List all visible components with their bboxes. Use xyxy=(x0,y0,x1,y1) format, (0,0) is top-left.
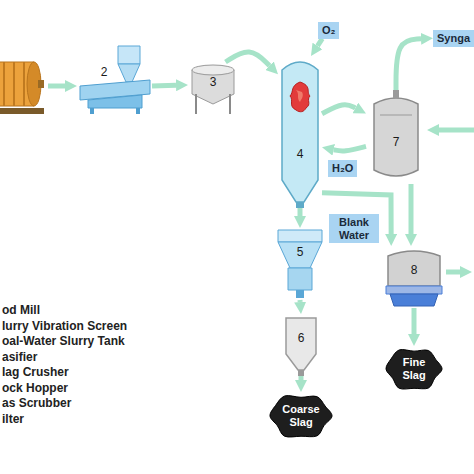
stream-label: H₂O xyxy=(332,162,353,175)
cyclone-cone xyxy=(118,64,140,82)
screen-base xyxy=(88,95,142,108)
callout-number: 6 xyxy=(298,332,305,344)
stream-label-box: Synga xyxy=(433,30,474,47)
flow-arrow xyxy=(48,84,65,89)
shape-outline xyxy=(384,246,444,308)
slag-node: Fine Slag xyxy=(384,346,444,392)
flow-arrow xyxy=(409,184,414,234)
equipment-screen: 2 xyxy=(78,44,152,114)
flow-arrow xyxy=(396,39,421,90)
legend-text: od Mill xyxy=(2,304,40,316)
crusher-top xyxy=(278,230,322,242)
mill-band xyxy=(13,62,15,106)
shape-outline xyxy=(274,228,326,300)
legend-text: lag Crusher xyxy=(2,366,69,378)
filter-band xyxy=(386,286,442,294)
mill-base xyxy=(0,108,44,114)
stream-label-box: O₂ xyxy=(318,22,339,39)
shape-outline xyxy=(282,314,320,376)
flow-arrow xyxy=(298,300,303,302)
shape-outline xyxy=(78,44,152,114)
callout-number: 2 xyxy=(101,66,108,78)
scrubber-band xyxy=(380,114,412,116)
scrubber-vessel xyxy=(374,98,418,176)
tank-leg xyxy=(195,94,231,114)
mill-outlet xyxy=(38,80,44,88)
slag-node: Coarse Slag xyxy=(268,392,334,440)
callout-number: 7 xyxy=(393,136,400,148)
stream-label: O₂ xyxy=(322,24,335,37)
shape-outline xyxy=(188,62,238,114)
slag-pile xyxy=(386,350,442,390)
equipment-hopper: 6 xyxy=(282,314,320,376)
equipment-filter: 8 xyxy=(384,246,444,308)
legend-text: asifier xyxy=(2,351,37,363)
legend-text: lurry Vibration Screen xyxy=(2,320,127,332)
flow-arrow xyxy=(322,105,355,114)
flow-arrow xyxy=(412,308,417,334)
flow-arrow xyxy=(446,270,460,275)
legend-text: oal-Water Slurry Tank xyxy=(2,335,125,347)
callout-number: 8 xyxy=(411,264,418,276)
slag-pile xyxy=(270,396,332,437)
lock-hopper xyxy=(286,318,316,370)
flow-arrow xyxy=(439,128,474,133)
gasifier-vessel xyxy=(282,62,318,202)
slag-label: Coarse Slag xyxy=(278,403,324,428)
equipment-gasifier: 4 xyxy=(278,56,322,208)
legend-text: ock Hopper xyxy=(2,382,68,394)
flow-arrow xyxy=(299,376,304,380)
stream-label: Synga xyxy=(437,32,470,45)
equipment-scrubber: 7 xyxy=(366,90,426,184)
filter-body xyxy=(388,251,440,286)
flow-arrow xyxy=(152,83,176,89)
filter-base xyxy=(390,294,438,306)
hopper-outlet xyxy=(298,370,304,376)
mill-band xyxy=(3,62,5,106)
cyclone xyxy=(118,46,140,64)
stream-label-box: Blank Water xyxy=(329,214,379,243)
mill-band xyxy=(23,62,25,106)
crusher-funnel xyxy=(278,242,322,268)
scrubber-nozzle xyxy=(393,90,399,98)
callout-number: 5 xyxy=(297,246,304,258)
stream-label: Blank Water xyxy=(333,216,375,241)
crusher-body xyxy=(288,268,312,290)
stream-label-box: H₂O xyxy=(328,160,357,177)
flame-core xyxy=(296,90,303,102)
tank-top xyxy=(192,65,234,75)
flow-arrow xyxy=(318,39,323,46)
equipment-tank: 3 xyxy=(188,62,238,114)
shape-outline xyxy=(278,56,322,208)
screen-leg xyxy=(90,108,140,114)
legend-text: ilter xyxy=(2,413,24,425)
slurry-tank xyxy=(192,70,234,104)
flow-arrow xyxy=(334,146,366,150)
callout-number: 4 xyxy=(297,148,304,160)
crusher-outlet xyxy=(296,290,304,298)
legend-text: as Scrubber xyxy=(2,397,71,409)
flow-arrow xyxy=(298,208,303,216)
flow-arrow xyxy=(226,52,270,66)
flame xyxy=(290,82,310,112)
gasifier-outlet xyxy=(296,202,304,208)
callout-number: 3 xyxy=(210,76,217,88)
slag-label: Fine Slag xyxy=(394,356,434,381)
equipment-crusher: 5 xyxy=(274,228,326,300)
